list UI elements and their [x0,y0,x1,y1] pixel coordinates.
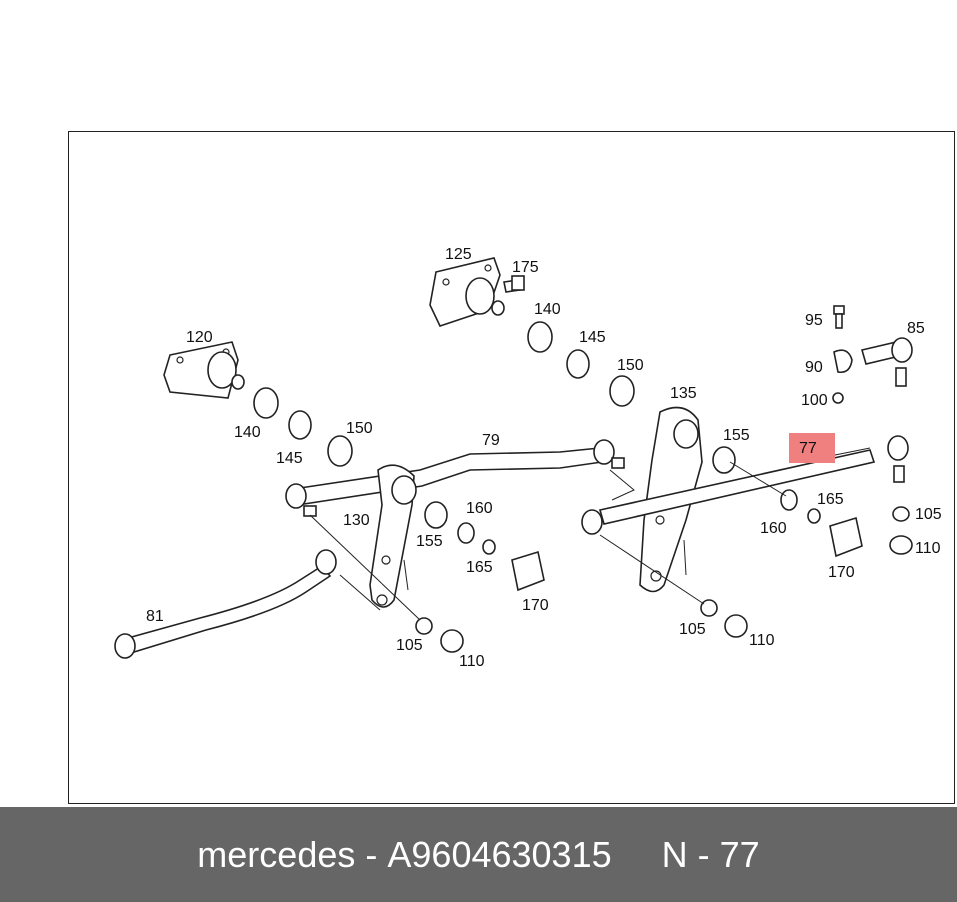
seal-145-left [288,410,312,440]
callout-105-left: 105 [396,637,423,654]
footer-separator: - [365,833,378,875]
callout-120: 120 [186,329,213,346]
washer-160-left [457,522,475,544]
ring-140-top [527,321,553,353]
callout-77-highlight [789,433,835,463]
callout-160-right: 160 [760,520,787,537]
ball-joint-125 [429,257,505,327]
seal-145-top [566,349,590,379]
ball-joint-120 [163,341,245,399]
cap-170-left [511,550,545,592]
callout-81: 81 [146,608,164,625]
callout-150-top: 150 [617,357,644,374]
part-number: A9604630315 [387,833,612,875]
callout-150-left: 150 [346,420,373,437]
callout-90: 90 [805,359,823,376]
bolt-175 [503,275,525,293]
callout-145-top: 145 [579,329,606,346]
washer-160-right [780,489,798,511]
callout-110-left: 110 [459,653,485,670]
callout-105-center: 105 [679,621,706,638]
callout-77: 77 [799,440,817,457]
bushing-155-left [424,501,448,529]
callout-170-left: 170 [522,597,549,614]
part-info-footer: mercedes - A9604630315 N - 77 [0,807,957,902]
nut-105-left [415,617,433,635]
callout-95: 95 [805,312,823,329]
callout-110-center: 110 [749,632,775,649]
callout-135: 135 [670,385,697,402]
position-label: N - 77 [661,833,760,875]
nut-105-center [700,599,718,617]
callout-79: 79 [482,432,500,449]
tie-rod-77 [581,435,909,535]
callout-labels: 125 175 140 145 150 120 140 145 150 79 1… [146,246,942,670]
callout-100: 100 [801,392,828,409]
ring-140-left [253,387,279,419]
bolt-95 [833,305,845,329]
callout-145-left: 145 [276,450,303,467]
callout-160-left: 160 [466,500,493,517]
cap-110-center [724,614,748,638]
nut-165-left [482,539,496,555]
nut-165-right [807,508,821,524]
nut-100 [832,392,844,404]
brand-label: mercedes [197,833,356,875]
nut-105-right [892,506,910,522]
bushing-155-right [712,446,736,474]
callout-155-right: 155 [723,427,750,444]
callout-105-right: 105 [915,506,942,523]
steering-lever-130 [369,464,417,608]
callout-165-right: 165 [817,491,844,508]
tie-rod-end-85 [861,337,913,387]
callout-165-left: 165 [466,559,493,576]
drag-link-81 [114,549,337,659]
callout-130: 130 [343,512,370,529]
callout-155-left: 155 [416,533,443,550]
callout-170-right: 170 [828,564,855,581]
bushing-150-left [327,435,353,467]
callout-140-left: 140 [234,424,261,441]
callout-110-right: 110 [915,540,941,557]
callout-140-top: 140 [534,301,561,318]
clamp-90 [833,349,853,374]
callout-85: 85 [907,320,925,337]
callout-175: 175 [512,259,539,276]
callout-125: 125 [445,246,472,263]
bushing-150-top [609,375,635,407]
cap-110-right [889,535,913,555]
parts-diagram: 125 175 140 145 150 120 140 145 150 79 1… [114,246,942,670]
cap-110-left [440,629,464,653]
cap-170-right [829,516,863,558]
